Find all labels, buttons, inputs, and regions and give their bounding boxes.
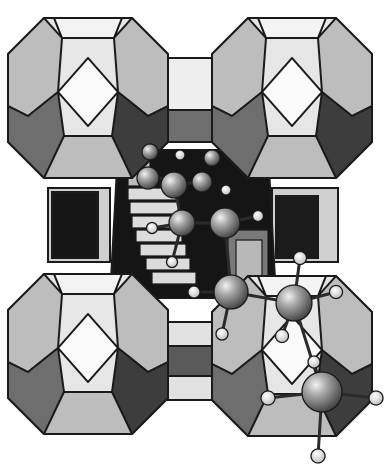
heavy-atom (137, 167, 159, 189)
heavy-atom (161, 172, 187, 198)
hydrogen-atom (311, 449, 325, 463)
hydrogen-atom (330, 286, 343, 299)
right-bridge-dark-face (276, 196, 318, 258)
cage-face-top-square (54, 18, 122, 38)
hydrogen-atom (294, 252, 307, 265)
cage-face-top-square (258, 18, 326, 38)
hydrogen-atom (369, 391, 383, 405)
hydrogen-atom (308, 356, 320, 368)
heavy-atom (192, 172, 212, 192)
left-bridge-dark-face (52, 192, 98, 258)
heavy-atom (204, 150, 220, 166)
hydrogen-atom (253, 211, 264, 222)
hydrogen-atom (147, 223, 158, 234)
heavy-atom (214, 275, 248, 309)
heavy-atom (276, 285, 312, 321)
upper-right-cage (212, 18, 372, 178)
hydrogen-atom (167, 257, 178, 268)
hydrogen-atom (188, 286, 200, 298)
heavy-atom (302, 372, 342, 412)
cage-face-top-square (54, 274, 122, 294)
hydrogen-atom (221, 185, 231, 195)
hydrogen-atom (276, 330, 289, 343)
hydrogen-atom (216, 328, 228, 340)
heavy-atom (169, 210, 195, 236)
hydrogen-atom (261, 391, 275, 405)
lower-left-cage (8, 274, 168, 434)
heavy-atom (142, 144, 158, 160)
heavy-atom (210, 208, 240, 238)
hydrogen-atom (175, 150, 185, 160)
